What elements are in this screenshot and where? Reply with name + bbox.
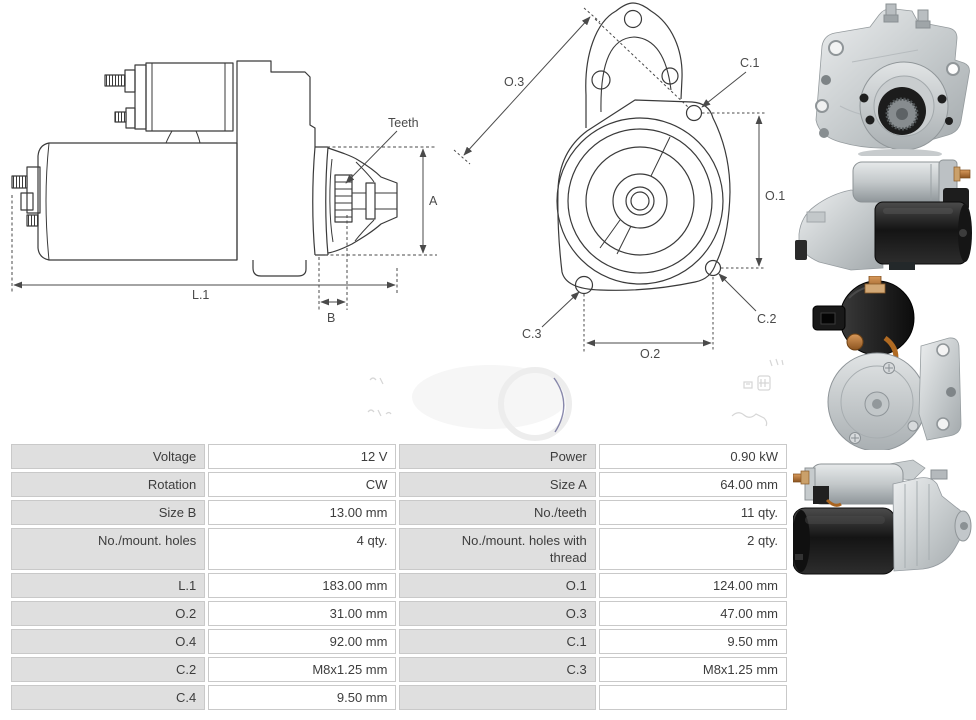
starter-side-outline — [11, 60, 398, 277]
spec-value-o3: 47.00 mm — [598, 601, 787, 626]
spec-label-rotation: Rotation — [11, 472, 206, 497]
front-view-drawing: O.3 C.1 O.1 C.2 C.3 O.2 — [453, 2, 785, 361]
flange-pin-holes — [859, 93, 953, 125]
teeth-label: Teeth — [388, 116, 419, 130]
table-row: O.4 92.00 mm C.1 9.50 mm — [11, 629, 787, 654]
watermark-ghost-blob — [412, 365, 568, 429]
flange-front-illustration — [815, 3, 970, 159]
spec-value-o1: 124.00 mm — [598, 573, 787, 598]
spec-label-size-a: Size A — [399, 472, 596, 497]
spec-value-c1: 9.50 mm — [598, 629, 787, 654]
watermark-arc — [553, 377, 565, 433]
spec-label-empty — [399, 685, 596, 710]
rear-cover-screws — [849, 362, 919, 444]
starter-front-outline — [556, 2, 731, 295]
table-row: Size B 13.00 mm No./teeth 11 qty. — [11, 500, 787, 525]
product-photo-side — [793, 156, 976, 283]
starter-side-illustration — [795, 159, 972, 271]
watermark-scribbles — [367, 358, 784, 427]
spec-label-teeth: No./teeth — [399, 500, 596, 525]
spec-value-size-a: 64.00 mm — [598, 472, 787, 497]
spec-value-c3: M8x1.25 mm — [598, 657, 787, 682]
table-row: L.1 183.00 mm O.1 124.00 mm — [11, 573, 787, 598]
spec-value-teeth: 11 qty. — [598, 500, 787, 525]
spec-value-empty — [598, 685, 787, 710]
table-row: Rotation CW Size A 64.00 mm — [11, 472, 787, 497]
spec-label-mount-holes-thread-text: No./mount. holes with thread — [461, 533, 587, 565]
spec-label-o3: O.3 — [399, 601, 596, 626]
spec-value-c2: M8x1.25 mm — [208, 657, 397, 682]
spec-label-mount-holes: No./mount. holes — [11, 528, 206, 570]
spec-value-o4: 92.00 mm — [208, 629, 397, 654]
spec-label-power: Power — [399, 444, 596, 469]
spec-label-mount-holes-thread: No./mount. holes with thread — [399, 528, 596, 570]
dim-label-l1: L.1 — [192, 288, 209, 302]
solenoid-rear-illustration — [812, 275, 962, 452]
table-row: C.2 M8x1.25 mm C.3 M8x1.25 mm — [11, 657, 787, 682]
spec-value-mount-holes-thread: 2 qty. — [598, 528, 787, 570]
table-row: Voltage 12 V Power 0.90 kW — [11, 444, 787, 469]
spec-value-mount-holes: 4 qty. — [208, 528, 397, 570]
side-view-dim-labels: A L.1 B Teeth — [192, 116, 438, 325]
starter-rear-side-illustration — [792, 459, 972, 575]
spec-label-l1: L.1 — [11, 573, 206, 598]
product-photo-rear-side — [792, 454, 976, 593]
spec-label-c2: C.2 — [11, 657, 206, 682]
side-view-drawing: A L.1 B Teeth — [11, 60, 438, 325]
spec-label-c4: C.4 — [11, 685, 206, 710]
table-row: C.4 9.50 mm — [11, 685, 787, 710]
dim-label-a: A — [429, 194, 438, 208]
spec-label-voltage: Voltage — [11, 444, 206, 469]
spec-value-l1: 183.00 mm — [208, 573, 397, 598]
table-row: No./mount. holes 4 qty. No./mount. holes… — [11, 528, 787, 570]
product-photo-solenoid-rear — [797, 275, 969, 455]
dim-label-b: B — [327, 311, 335, 325]
front-view-dimensions — [453, 7, 766, 352]
spec-label-c3: C.3 — [399, 657, 596, 682]
product-photo-flange-front — [800, 2, 976, 161]
spec-label-o1: O.1 — [399, 573, 596, 598]
spec-value-power: 0.90 kW — [598, 444, 787, 469]
spec-value-voltage: 12 V — [208, 444, 397, 469]
table-row: O.2 31.00 mm O.3 47.00 mm — [11, 601, 787, 626]
spec-value-c4: 9.50 mm — [208, 685, 397, 710]
watermark — [367, 358, 784, 441]
dim-label-c2: C.2 — [757, 312, 777, 326]
spec-label-o4: O.4 — [11, 629, 206, 654]
dim-label-o3: O.3 — [504, 75, 524, 89]
dim-label-o1: O.1 — [765, 189, 785, 203]
spec-label-size-b: Size B — [11, 500, 206, 525]
dim-label-c3: C.3 — [522, 327, 542, 341]
front-view-dim-labels: O.3 C.1 O.1 C.2 C.3 O.2 — [504, 56, 785, 361]
spec-label-c1: C.1 — [399, 629, 596, 654]
spec-label-o2: O.2 — [11, 601, 206, 626]
spec-table: Voltage 12 V Power 0.90 kW Rotation CW S… — [8, 441, 790, 713]
flange-bolts — [883, 3, 931, 29]
watermark-ghost-ring — [498, 367, 572, 441]
spec-value-rotation: CW — [208, 472, 397, 497]
side-view-dimensions — [11, 130, 437, 310]
dim-label-c1: C.1 — [740, 56, 760, 70]
spec-value-size-b: 13.00 mm — [208, 500, 397, 525]
spec-value-o2: 31.00 mm — [208, 601, 397, 626]
dim-label-o2: O.2 — [640, 347, 660, 361]
